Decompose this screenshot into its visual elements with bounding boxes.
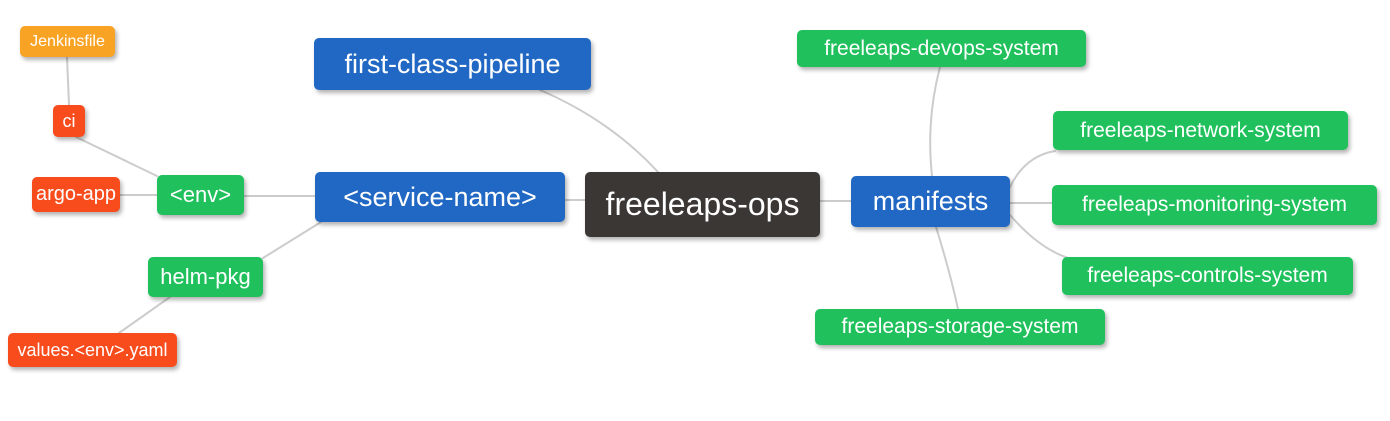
node-values-env-yaml[interactable]: values.<env>.yaml — [8, 333, 177, 367]
node-monitoring-system[interactable]: freeleaps-monitoring-system — [1052, 185, 1377, 225]
node-env[interactable]: <env> — [157, 175, 244, 215]
node-freeleaps-ops[interactable]: freeleaps-ops — [585, 172, 820, 237]
node-manifests[interactable]: manifests — [851, 176, 1010, 227]
node-devops-system[interactable]: freeleaps-devops-system — [797, 30, 1086, 67]
edge-first-class-pipeline-freeleaps-ops — [539, 89, 659, 173]
node-controls-system[interactable]: freeleaps-controls-system — [1062, 257, 1353, 295]
node-helm-pkg[interactable]: helm-pkg — [148, 257, 263, 297]
edge-manifests-storage-system — [935, 226, 959, 310]
edge-values-env-yaml-helm-pkg — [118, 296, 171, 334]
node-service-name[interactable]: <service-name> — [315, 172, 565, 222]
node-argo-app[interactable]: argo-app — [32, 177, 120, 212]
node-jenkinsfile[interactable]: Jenkinsfile — [20, 26, 115, 57]
edge-jenkinsfile-ci — [66, 56, 70, 106]
edge-ci-env — [75, 136, 158, 177]
edge-helm-pkg-service-name — [262, 221, 322, 259]
node-storage-system[interactable]: freeleaps-storage-system — [815, 309, 1105, 345]
node-ci[interactable]: ci — [53, 105, 85, 137]
edge-manifests-devops-system — [929, 66, 941, 177]
edge-manifests-network-system — [1009, 150, 1056, 188]
node-first-class-pipeline[interactable]: first-class-pipeline — [314, 38, 591, 90]
node-network-system[interactable]: freeleaps-network-system — [1053, 111, 1348, 150]
